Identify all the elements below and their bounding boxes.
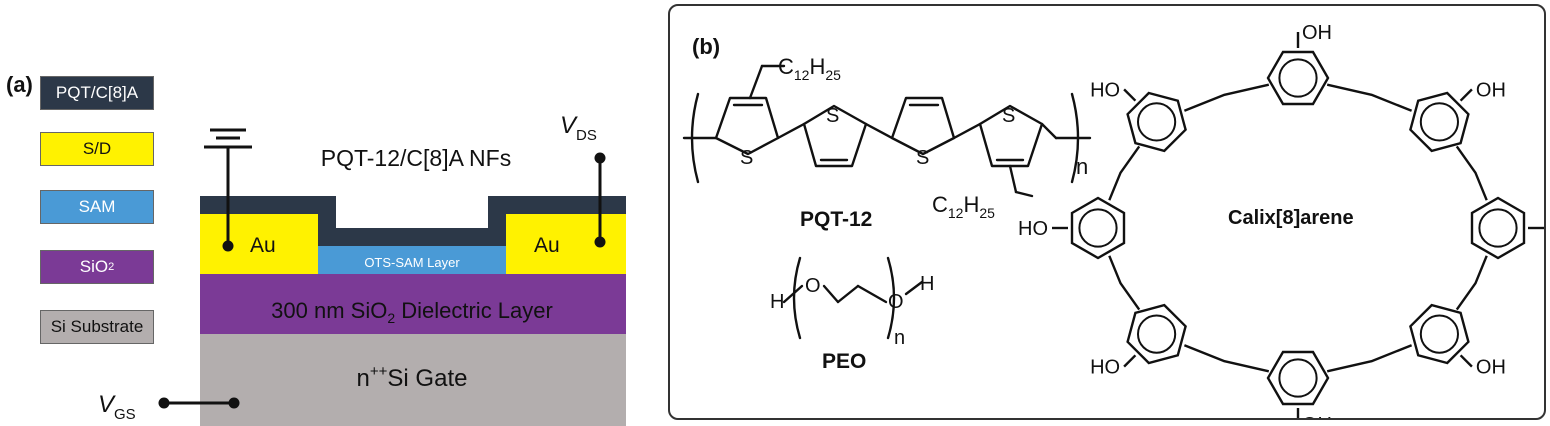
pqt-c12h25-top: C12H25	[778, 54, 841, 83]
drain-electrode	[506, 214, 626, 274]
calix-aromatic-circle	[1478, 208, 1518, 248]
calix-ch2-bridge	[1108, 145, 1141, 201]
peo-o-2: O	[888, 291, 904, 313]
pqt-repeat-n: n	[1076, 154, 1088, 179]
legend-item-si: Si Substrate	[40, 310, 154, 344]
peo-name: PEO	[822, 350, 866, 373]
calix-aromatic-circle	[1278, 58, 1318, 98]
calix-aromatic-circle	[1078, 208, 1118, 248]
calix-ch2-bridge	[1183, 344, 1270, 373]
peo-repeat-n: n	[894, 327, 905, 349]
calix-benzene-ring	[1409, 91, 1470, 153]
calix-oh-label: HO	[1018, 218, 1048, 240]
calix-benzene-ring	[1126, 91, 1187, 153]
ground-icon	[204, 128, 252, 252]
calix-benzene-ring	[1070, 196, 1126, 260]
calix-oh-label: OH	[1302, 414, 1332, 418]
gate-label: n++Si Gate	[357, 363, 468, 392]
pqt-sulfur-2: S	[826, 105, 839, 127]
pqt-sulfur-1: S	[740, 147, 753, 169]
peo-h-right: H	[920, 273, 934, 295]
calix-benzene-ring	[1126, 303, 1187, 365]
calix-name: Calix[8]arene	[1228, 207, 1354, 229]
pqt-name: PQT-12	[800, 208, 872, 231]
calix-benzene-ring	[1470, 196, 1526, 260]
calix8arene-structure: OHOHOHOHOHHOHOHO	[1018, 22, 1544, 418]
calix-ch2-bridge	[1183, 83, 1270, 112]
panel-a-label: (a)	[6, 72, 33, 97]
sio2-dielectric-layer	[200, 274, 626, 334]
vgs-label: VGS	[98, 391, 136, 423]
ots-sam-layer	[318, 246, 506, 274]
calix-ch2-bridge	[1326, 344, 1413, 373]
legend-item-sam: SAM	[40, 190, 154, 224]
nf-label: PQT-12/C[8]A NFs	[321, 145, 511, 171]
source-electrode	[200, 214, 318, 274]
thiophene-ring-4	[978, 104, 1044, 198]
vgs-probe	[158, 397, 240, 409]
peo-o-1: O	[805, 275, 821, 297]
calix-benzene-ring	[1409, 303, 1470, 365]
calix-oh-bond	[1123, 354, 1137, 368]
panel-b-chemical-structures: (b)	[668, 4, 1546, 420]
thiophene-ring-1	[714, 64, 786, 156]
calix-oh-label: HO	[1090, 79, 1120, 101]
dielectric-label: 300 nm SiO2 Dielectric Layer	[271, 298, 553, 326]
pqt-sulfur-4: S	[1002, 105, 1015, 127]
calix-aromatic-circle	[1137, 314, 1177, 354]
calix-benzene-ring	[1266, 50, 1330, 106]
calix-benzene-ring	[1266, 350, 1330, 406]
sam-label: OTS-SAM Layer	[364, 255, 460, 270]
legend-item-nf: PQT/C[8]A	[40, 76, 154, 110]
device-cross-section: PQT-12/C[8]A NFs Au Au OTS-SAM Layer 300…	[98, 112, 626, 426]
legend-item-sd: S/D	[40, 132, 154, 166]
pqt-c12h25-bottom: C12H25	[932, 192, 995, 221]
vds-probe	[594, 152, 606, 248]
calix-ch2-bridge	[1326, 83, 1413, 112]
thiophene-ring-3	[890, 96, 956, 156]
calix-oh-bond	[1123, 88, 1137, 102]
pqt-sulfur-3: S	[916, 147, 929, 169]
drain-label: Au	[534, 234, 560, 257]
calix-oh-label: OH	[1476, 79, 1506, 101]
calix-aromatic-circle	[1137, 102, 1177, 142]
calix-ch2-bridge	[1455, 255, 1488, 311]
calix-oh-bond	[1459, 88, 1473, 102]
calix-oh-label: OH	[1476, 357, 1506, 379]
nanofiber-layer	[200, 196, 626, 246]
panel-b-label: (b)	[692, 34, 721, 59]
peo-structure	[782, 256, 924, 340]
vds-label: VDS	[560, 112, 597, 144]
structures-svg: C12H25 S S S S n C12H25 PQT-12 H O O H n…	[682, 22, 1544, 418]
thiophene-ring-2	[802, 104, 868, 168]
calix-aromatic-circle	[1278, 358, 1318, 398]
calix-aromatic-circle	[1419, 102, 1460, 142]
source-label: Au	[250, 234, 276, 257]
peo-h-left: H	[770, 291, 784, 313]
calix-ch2-bridge	[1108, 255, 1141, 311]
calix-oh-label: OH	[1302, 22, 1332, 44]
calix-ch2-bridge	[1455, 145, 1488, 201]
calix-aromatic-circle	[1419, 314, 1460, 354]
calix-oh-bond	[1459, 354, 1473, 368]
si-gate-layer	[200, 334, 626, 426]
calix-oh-label: HO	[1090, 357, 1120, 379]
